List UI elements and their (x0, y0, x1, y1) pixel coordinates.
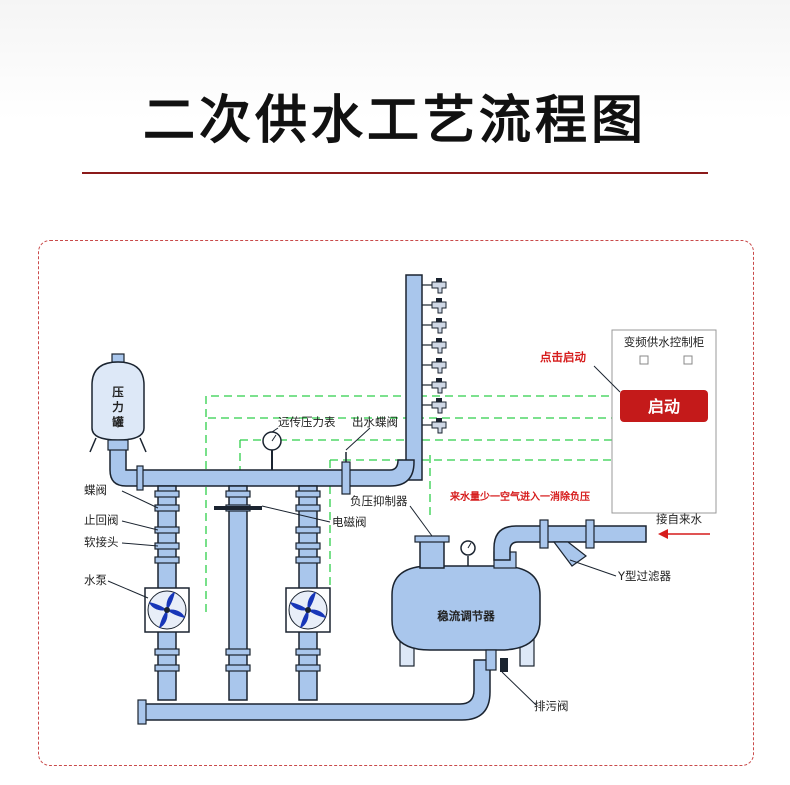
pressure-tank (89, 353, 147, 453)
flange-icon (295, 556, 321, 564)
faucet-icon (431, 417, 447, 434)
flange-icon (136, 465, 144, 491)
soft-joint-label: 软接头 (84, 535, 119, 549)
flange-icon (295, 526, 321, 534)
inlet-arrow-icon (658, 529, 710, 539)
stabilizer-tank (391, 535, 541, 672)
flange-icon (295, 504, 321, 512)
soft-joint-icon (154, 542, 180, 550)
leader-lines (107, 365, 621, 706)
faucet-icon (431, 297, 447, 314)
faucet-icon (431, 277, 447, 294)
flange-icon (225, 664, 251, 672)
faucet-icon (431, 357, 447, 374)
stabilizer-tank-label: 稳流调节器 (437, 609, 495, 623)
flange-icon (295, 490, 321, 498)
flange-icon (295, 648, 321, 656)
outlet-valve-label: 出水蝶阀 (352, 415, 398, 429)
drain-valve-label: 排污阀 (534, 699, 569, 713)
cabinet-title: 变频供水控制柜 (624, 335, 705, 349)
flange-icon (154, 648, 180, 656)
negative-pressure-suppressor-label: 负压抑制器 (350, 494, 408, 508)
faucet-icon (431, 397, 447, 414)
pump-column-middle (228, 485, 248, 701)
flange-icon (154, 490, 180, 498)
faucet-icon (431, 337, 447, 354)
flange-icon (154, 556, 180, 564)
air-note: 来水量少一空气进入一消除负压 (449, 490, 590, 503)
click-start-label: 点击启动 (540, 350, 586, 364)
title-divider (82, 172, 708, 174)
butterfly-valve-icon (154, 504, 180, 512)
outlet-butterfly-valve (341, 452, 351, 495)
solenoid-valve-label: 电磁阀 (332, 515, 367, 529)
pump-fan-icon (144, 587, 190, 633)
start-button-label: 启动 (648, 397, 680, 416)
y-filter-icon (552, 541, 588, 567)
pressure-tank-label: 压 (112, 385, 124, 399)
pressure-tank-label: 罐 (111, 415, 124, 429)
page-title: 二次供水工艺流程图 (142, 91, 647, 151)
riser-pipe (389, 274, 423, 481)
pump-fan-icon (285, 587, 331, 633)
faucet-column (422, 284, 432, 426)
y-filter-label: Y型过滤器 (617, 569, 672, 583)
check-valve-icon (154, 526, 180, 534)
solenoid-valve (214, 506, 262, 510)
check-valve-label: 止回阀 (84, 513, 119, 527)
flange-icon (295, 664, 321, 672)
flange-icon (225, 648, 251, 656)
inlet-pipe (493, 525, 647, 561)
header-pipe (109, 439, 415, 487)
start-button[interactable] (620, 390, 708, 422)
flange-icon (154, 664, 180, 672)
butterfly-valve-label: 蝶阀 (84, 483, 107, 497)
remote-gauge-label: 远传压力表 (278, 415, 336, 429)
pump-label: 水泵 (84, 573, 107, 587)
faucet-icon (431, 317, 447, 334)
remote-gauge (262, 431, 282, 470)
flange-icon (225, 490, 251, 498)
faucet-icon (431, 377, 447, 394)
flange-icon (295, 542, 321, 550)
inlet-label: 接自来水 (656, 512, 702, 526)
pressure-tank-label: 力 (112, 400, 124, 414)
